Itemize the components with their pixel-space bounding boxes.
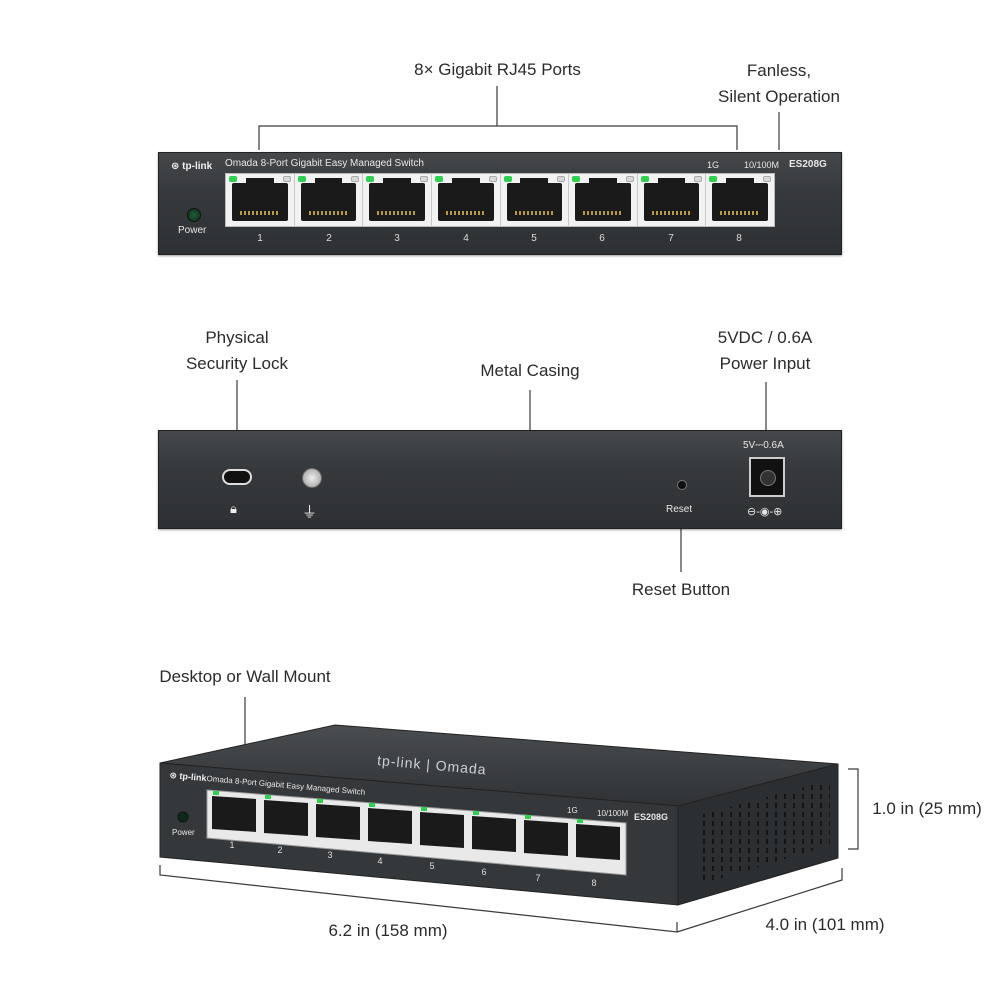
reset-label: Reset [666,504,693,515]
width-callout: 6.2 in (158 mm) [328,921,448,940]
width-bracket-line [159,865,678,933]
iso-speed-1g: 1G [567,806,578,815]
port-jack [506,178,563,221]
security-lock-slot[interactable] [222,469,252,485]
dc-power-jack[interactable] [749,457,785,497]
front-brand-text: tp-link [182,161,213,172]
port-number: 4 [463,233,469,244]
link-led [297,176,306,182]
iso-brand-text: tp-link [179,770,207,784]
iso-port-number: 2 [277,845,283,855]
rj45-port[interactable] [431,174,501,226]
fanless-callout-line1: Fanless, [746,61,812,80]
iso-power-label: Power [172,828,195,837]
port-jack [575,178,631,221]
power-led [187,208,201,222]
depth-callout: 4.0 in (101 mm) [765,915,885,934]
casing-callout: Metal Casing [480,361,580,380]
speed-led [488,176,497,182]
port-jack [643,178,700,221]
port-jack [712,178,768,221]
iso-port-number: 8 [591,878,597,888]
iso-speed-100m: 10/100M [597,809,629,818]
iso-vents [700,780,830,885]
iso-port-number: 5 [429,861,435,871]
port-number: 7 [668,233,674,244]
polarity-icon: ⊖-◉-⊕ [747,506,783,518]
rj45-port[interactable] [500,174,570,226]
rear-panel: 🔒︎ ⏚ Reset 5V⎓0.6A ⊖-◉-⊕ [158,430,842,529]
front-port-strip [225,173,775,227]
port-number: 8 [736,233,742,244]
front-speed-100m: 10/100M [744,160,780,170]
port-number: 3 [394,233,400,244]
front-panel: ⊛ tp-link Omada 8-Port Gigabit Easy Mana… [158,152,842,255]
speed-led [282,176,291,182]
iso-port-number: 4 [377,856,383,866]
front-model: ES208G [789,159,827,170]
power-label: Power [178,225,207,236]
link-led [366,176,375,182]
ground-icon: ⏚ [302,504,318,521]
height-callout: 1.0 in (25 mm) [872,799,982,818]
iso-port-strip [206,789,627,876]
port-jack [437,178,494,221]
height-bracket-line [848,768,859,850]
lock-icon: 🔒︎ [230,501,237,516]
iso-port-number: 3 [327,850,333,860]
reset-callout: Reset Button [631,580,731,599]
lock-callout-line2: Security Lock [185,354,289,373]
iso-model: ES208G [634,812,669,822]
link-led [709,176,718,182]
iso-power-led [177,811,189,823]
ground-screw [302,468,322,488]
rj45-port[interactable] [637,174,707,226]
depth-bracket-line [676,868,843,933]
speed-led [557,176,566,182]
link-led [572,176,581,182]
speed-led [763,176,771,182]
mount-callout: Desktop or Wall Mount [159,667,331,686]
fanless-callout-line2: Silent Operation [718,87,840,106]
speed-led [419,176,428,182]
lock-callout: Physical Security Lock [170,325,304,377]
iso-port-number: 6 [481,867,487,877]
rj45-port[interactable] [226,174,295,226]
rj45-port[interactable] [706,174,774,226]
ports-callout: 8× Gigabit RJ45 Ports [414,60,581,79]
power-rating: 5V⎓0.6A [743,440,784,451]
link-led [503,176,512,182]
front-brand-logo: ⊛ tp-link [171,161,213,172]
port-number: 1 [257,233,263,244]
port-jack [300,178,357,221]
reset-button[interactable] [677,480,687,490]
rj45-port[interactable] [363,174,432,226]
iso-port-number: 1 [229,840,235,850]
rj45-port[interactable] [294,174,364,226]
port-number: 6 [599,233,605,244]
power-callout: 5VDC / 0.6A Power Input [708,325,822,377]
power-callout-line1: 5VDC / 0.6A [717,328,813,347]
ports-bracket-line [258,86,738,150]
lock-callout-line1: Physical [205,328,269,347]
link-led [640,176,649,182]
speed-led [625,176,634,182]
speed-led [694,176,703,182]
port-jack [232,178,288,221]
iso-port-jacks [212,796,620,860]
front-model-name: Omada 8-Port Gigabit Easy Managed Switch [225,158,424,169]
port-jack [369,178,425,221]
iso-port-number: 7 [535,873,541,883]
fanless-callout: Fanless, Silent Operation [708,58,850,110]
power-callout-line2: Power Input [719,354,811,373]
port-number: 5 [531,233,537,244]
front-speed-1g: 1G [707,160,720,170]
port-number: 2 [326,233,332,244]
speed-led [351,176,360,182]
rj45-port[interactable] [569,174,638,226]
link-led [229,176,237,182]
link-led [434,176,443,182]
